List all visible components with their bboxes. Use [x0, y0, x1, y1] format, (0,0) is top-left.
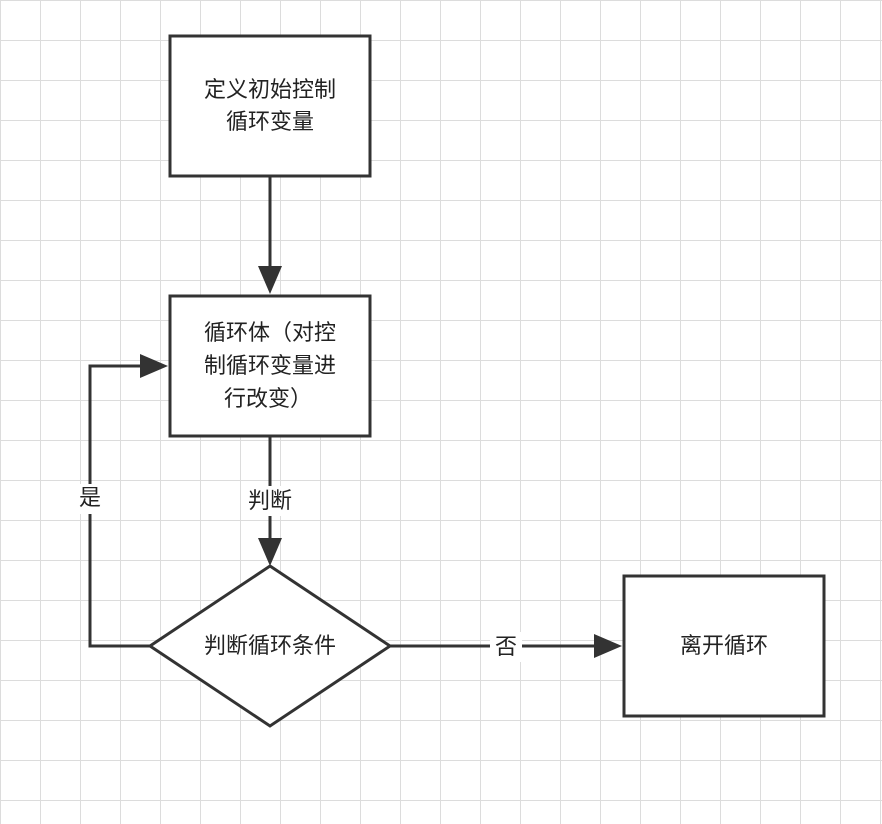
node-exit-line-1: 离开循环 — [680, 634, 768, 659]
node-init-line-1: 定义初始控制 — [204, 78, 336, 103]
arrow-head — [258, 266, 282, 294]
edge-decision-no-exit: 否 — [388, 632, 622, 662]
node-decision-line-1: 判断循环条件 — [204, 634, 336, 659]
edge-init-to-body — [258, 176, 282, 294]
arrow-head — [594, 634, 622, 658]
arrow-head — [140, 354, 168, 378]
node-decision: 判断循环条件 — [147, 564, 393, 728]
node-init: 定义初始控制 循环变量 — [168, 34, 372, 178]
node-exit: 离开循环 — [622, 574, 826, 718]
node-init-line-2: 循环变量 — [226, 110, 314, 135]
node-body-line-2: 制循环变量进 — [204, 354, 336, 379]
edge-label-no: 否 — [495, 635, 517, 660]
node-body-line-1: 循环体（对控 — [204, 321, 336, 346]
node-body: 循环体（对控 制循环变量进 行改变） — [168, 294, 372, 438]
node-body-line-3: 行改变） — [224, 387, 312, 412]
arrow-head — [258, 538, 282, 566]
edge-label-yes: 是 — [79, 486, 101, 511]
edge-label-judge: 判断 — [248, 489, 292, 514]
edge-body-to-decision: 判断 — [244, 436, 296, 566]
edge-decision-yes-loop: 是 — [74, 354, 168, 648]
